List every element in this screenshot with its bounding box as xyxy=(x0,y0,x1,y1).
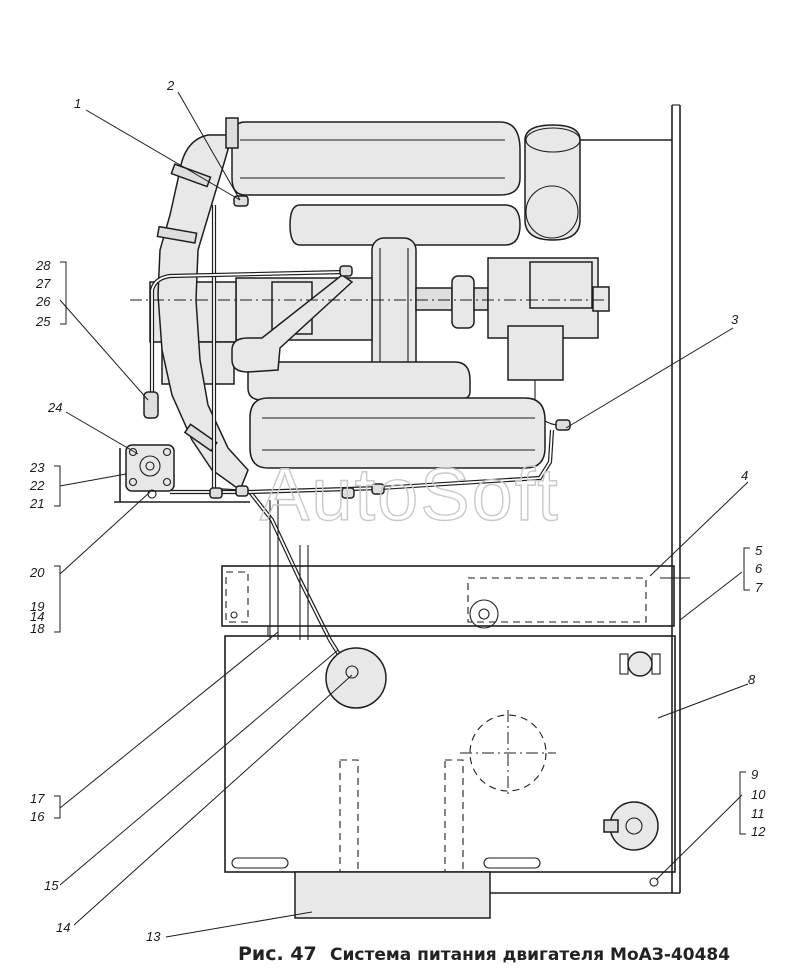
label-26: 26 xyxy=(35,294,51,309)
label-14b: 14 xyxy=(56,920,70,935)
label-28: 28 xyxy=(35,258,51,273)
callout-labels: 1 2 3 4 5 6 7 8 9 10 11 12 13 14 14 15 1… xyxy=(29,78,766,944)
label-2: 2 xyxy=(166,78,175,93)
label-25: 25 xyxy=(35,314,51,329)
label-8: 8 xyxy=(748,672,756,687)
label-19: 19 xyxy=(30,599,44,614)
label-3: 3 xyxy=(731,312,739,327)
label-9: 9 xyxy=(751,767,758,782)
label-4: 4 xyxy=(741,468,748,483)
label-27: 27 xyxy=(35,276,51,291)
label-16: 16 xyxy=(30,809,45,824)
label-22: 22 xyxy=(29,478,45,493)
label-24: 24 xyxy=(47,400,62,415)
label-12: 12 xyxy=(751,824,766,839)
label-11: 11 xyxy=(751,806,765,821)
label-15: 15 xyxy=(44,878,59,893)
label-20: 20 xyxy=(29,565,45,580)
leader-lines xyxy=(54,91,750,938)
label-1: 1 xyxy=(74,96,81,111)
label-5: 5 xyxy=(755,543,763,558)
lower-tank xyxy=(224,626,676,919)
label-7: 7 xyxy=(755,580,763,595)
upper-tank xyxy=(221,565,690,629)
label-18: 18 xyxy=(30,621,45,636)
watermark: AutoSoft xyxy=(260,453,560,536)
label-13: 13 xyxy=(146,929,161,944)
label-14a: 14 xyxy=(30,609,44,624)
fuel-lines xyxy=(143,195,571,674)
frame-wall xyxy=(490,104,681,894)
caption-text: Система питания двигателя МоАЗ-40484 xyxy=(330,945,730,965)
figure-caption: Рис. 47 Система питания двигателя МоАЗ-4… xyxy=(238,943,730,965)
caption-prefix: Рис. 47 xyxy=(238,943,317,965)
label-17: 17 xyxy=(30,791,45,806)
engine xyxy=(130,117,610,492)
coarse-filter xyxy=(114,444,250,503)
label-23: 23 xyxy=(29,460,45,475)
label-21: 21 xyxy=(29,496,44,511)
label-10: 10 xyxy=(751,787,766,802)
label-6: 6 xyxy=(755,561,763,576)
